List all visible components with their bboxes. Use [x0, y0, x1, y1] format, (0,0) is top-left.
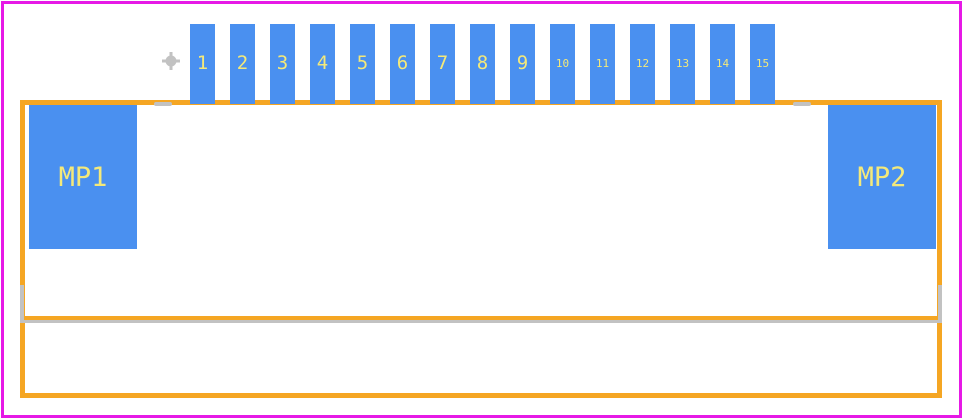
silkscreen-right-mark — [793, 102, 811, 106]
pin-label: 4 — [316, 52, 329, 74]
pin-pad[interactable]: 5 — [350, 24, 375, 104]
pin-pad[interactable]: 7 — [430, 24, 455, 104]
mounting-pad-label: MP2 — [857, 161, 907, 193]
mounting-pad-label: MP1 — [58, 161, 108, 193]
pin-label: 15 — [755, 57, 770, 70]
pin-label: 3 — [276, 52, 289, 74]
pin-pad[interactable]: 10 — [550, 24, 575, 104]
silkscreen-left-tick — [20, 285, 24, 321]
pin-pad[interactable]: 14 — [710, 24, 735, 104]
outline-right-edge — [937, 100, 942, 398]
pin-label: 10 — [555, 57, 570, 70]
pin-label: 9 — [516, 52, 529, 74]
pin-label: 6 — [396, 52, 409, 74]
pin-pad[interactable]: 15 — [750, 24, 775, 104]
pin-label: 7 — [436, 52, 449, 74]
outline-inner-line — [20, 316, 942, 320]
pin-pad[interactable]: 4 — [310, 24, 335, 104]
mounting-pad-mp2[interactable]: MP2 — [828, 105, 936, 249]
pin-pad[interactable]: 6 — [390, 24, 415, 104]
pin-pad[interactable]: 11 — [590, 24, 615, 104]
pin-pad[interactable]: 9 — [510, 24, 535, 104]
pin-label: 12 — [635, 57, 650, 70]
pin-pad[interactable]: 3 — [270, 24, 295, 104]
pin-pad[interactable]: 1 — [190, 24, 215, 104]
pin-label: 5 — [356, 52, 369, 74]
pin-pad[interactable]: 2 — [230, 24, 255, 104]
pin-label: 8 — [476, 52, 489, 74]
pin-label: 14 — [715, 57, 730, 70]
pin-label: 2 — [236, 52, 249, 74]
silkscreen-right-tick — [938, 285, 942, 321]
mounting-pad-mp1[interactable]: MP1 — [29, 105, 137, 249]
pin-label: 1 — [196, 52, 209, 74]
pin-label: 13 — [675, 57, 690, 70]
pin-pad[interactable]: 13 — [670, 24, 695, 104]
pin1-indicator-icon — [162, 52, 180, 70]
pin-label: 11 — [595, 57, 610, 70]
outline-bottom-edge — [20, 393, 942, 398]
silkscreen-left-mark — [154, 102, 172, 106]
pin-pad[interactable]: 8 — [470, 24, 495, 104]
silkscreen-line — [20, 320, 942, 323]
outline-left-edge — [20, 100, 25, 398]
pin-pad[interactable]: 12 — [630, 24, 655, 104]
